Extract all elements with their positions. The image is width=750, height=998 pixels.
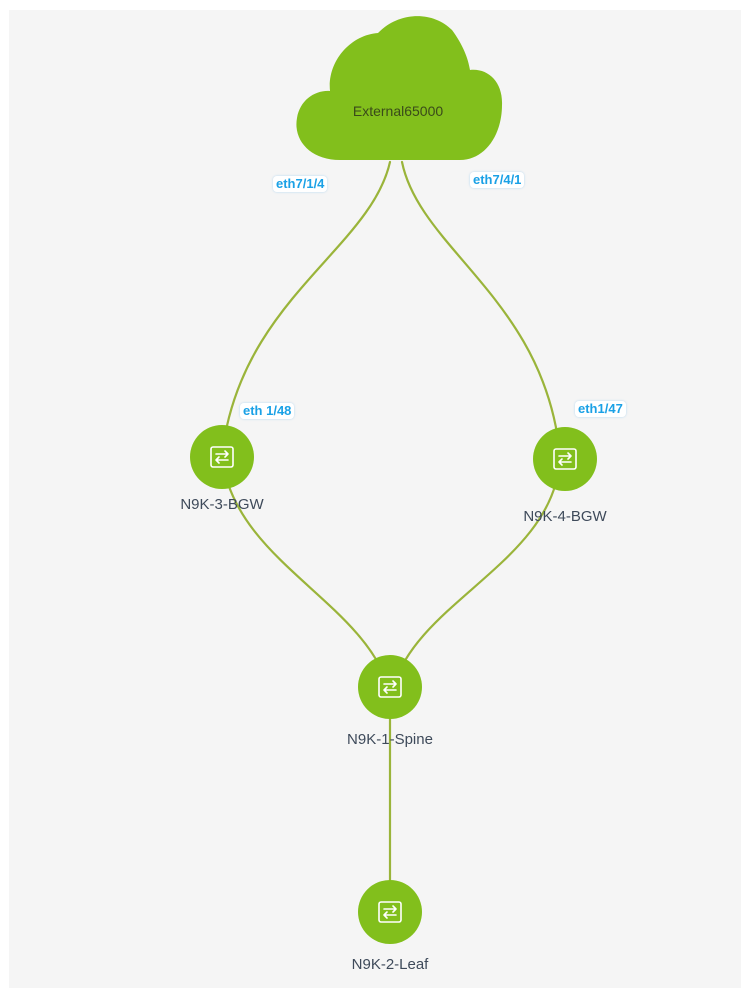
link-cloud-bgw4[interactable] <box>400 160 562 457</box>
switch-icon <box>378 676 402 698</box>
switch-icon <box>378 901 402 923</box>
node-label-bgw3: N9K-3-BGW <box>180 496 264 513</box>
cloud-icon[interactable] <box>296 16 503 161</box>
switch-icon <box>210 446 234 468</box>
node-label-bgw4: N9K-4-BGW <box>523 508 607 525</box>
cloud-label: External65000 <box>352 103 444 119</box>
topology-canvas <box>9 10 741 988</box>
node-label-spine: N9K-1-Spine <box>347 731 433 748</box>
link-bgw4-spine[interactable] <box>392 456 562 687</box>
interface-label-cloud-bgw3: eth7/1/4 <box>273 176 328 192</box>
switch-icon <box>553 448 577 470</box>
interface-label-cloud-bgw4: eth7/4/1 <box>470 172 525 188</box>
link-cloud-bgw3[interactable] <box>220 160 392 457</box>
node-circle-leaf[interactable] <box>358 880 422 944</box>
node-circle-bgw3[interactable] <box>190 425 254 489</box>
interface-label-bgw3-uplink: eth 1/48 <box>240 403 295 419</box>
link-bgw3-spine[interactable] <box>220 456 390 687</box>
node-circle-spine[interactable] <box>358 655 422 719</box>
interface-label-bgw4-uplink: eth1/47 <box>575 401 626 417</box>
node-label-leaf: N9K-2-Leaf <box>351 956 429 973</box>
node-circle-bgw4[interactable] <box>533 427 597 491</box>
